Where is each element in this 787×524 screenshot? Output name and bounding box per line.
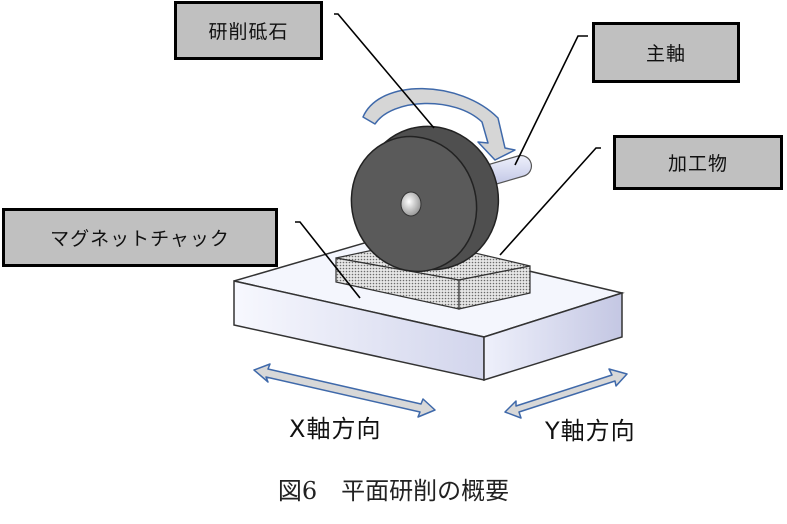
label-spindle: 主軸	[592, 22, 740, 83]
label-workpiece: 加工物	[613, 135, 783, 190]
figure-caption: 図6 平面研削の概要	[277, 477, 510, 505]
x-axis-arrow-icon	[253, 363, 436, 418]
leader-wheel	[334, 13, 435, 129]
leader-spindle	[514, 35, 588, 166]
wheel-hub	[400, 191, 422, 217]
leader-chuck	[295, 221, 361, 299]
y-axis-label: Y軸方向	[545, 417, 636, 445]
table-right-face	[483, 291, 623, 382]
label-magnetic-chuck: マグネットチャック	[2, 208, 278, 267]
label-grinding-wheel: 研削砥石	[174, 1, 323, 60]
workpiece-side	[458, 265, 531, 310]
leader-workpiece	[499, 147, 601, 256]
leader-lines	[295, 13, 601, 299]
grinding-wheel	[350, 125, 500, 273]
x-axis-label: X軸方向	[289, 415, 382, 443]
y-axis-arrow-icon	[504, 368, 628, 419]
